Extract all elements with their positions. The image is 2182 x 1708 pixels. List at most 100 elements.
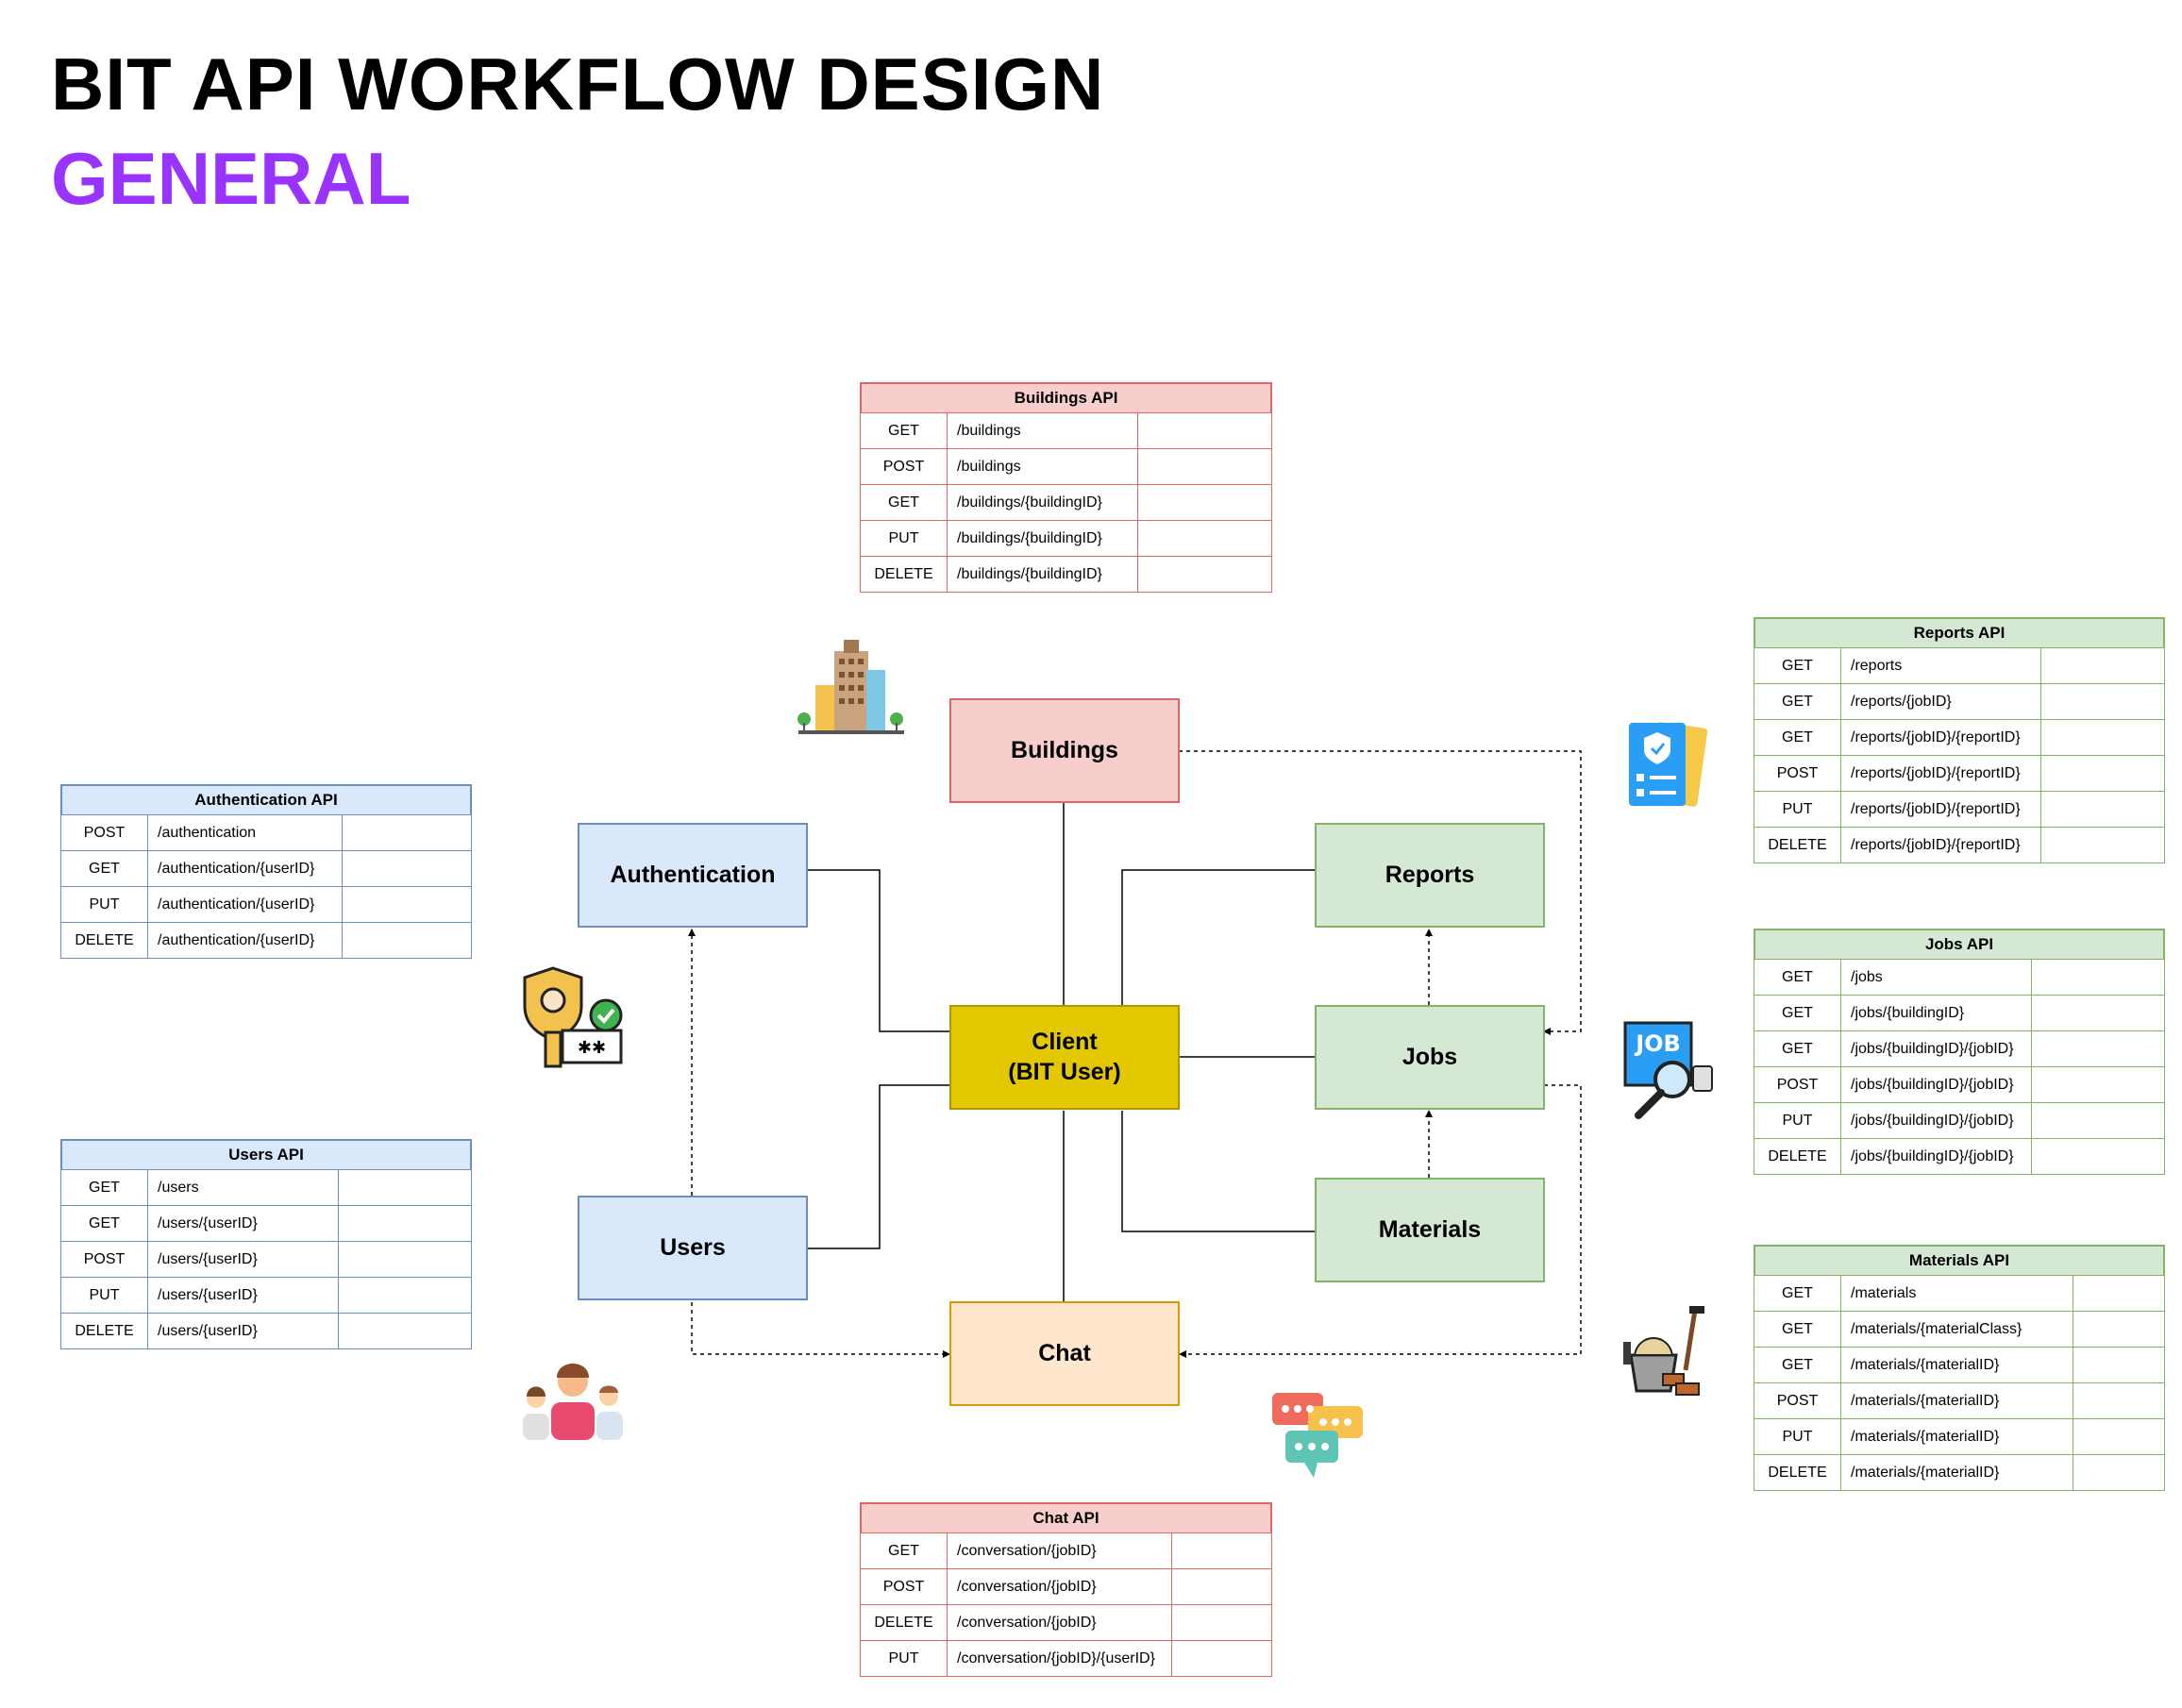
link-materials-client bbox=[1121, 1111, 1315, 1232]
http-method: GET bbox=[860, 484, 948, 521]
node-reports[interactable]: Reports bbox=[1315, 823, 1545, 928]
link-users-chat bbox=[691, 1302, 950, 1358]
node-buildings[interactable]: Buildings bbox=[949, 698, 1180, 803]
empty-cell bbox=[2040, 719, 2165, 756]
chat-api-title: Chat API bbox=[860, 1502, 1272, 1532]
empty-cell bbox=[342, 922, 472, 959]
endpoint-path: /users/{userID} bbox=[147, 1205, 339, 1242]
empty-cell bbox=[1171, 1568, 1272, 1605]
empty-cell bbox=[2073, 1311, 2165, 1348]
endpoint-path: /buildings bbox=[947, 412, 1138, 449]
endpoint-path: /buildings/{buildingID} bbox=[947, 484, 1138, 521]
jobs-api-title: Jobs API bbox=[1754, 929, 2165, 959]
endpoint-path: /materials/{materialID} bbox=[1840, 1382, 2073, 1419]
link-jobs-chat bbox=[1179, 1084, 1582, 1358]
endpoint-path: /materials/{materialID} bbox=[1840, 1418, 2073, 1455]
construction-materials-icon bbox=[1623, 1306, 1704, 1396]
endpoint-path: /users/{userID} bbox=[147, 1277, 339, 1314]
table-row: GET/conversation/{jobID} bbox=[860, 1532, 1272, 1569]
node-chat[interactable]: Chat bbox=[949, 1301, 1180, 1406]
empty-cell bbox=[1137, 412, 1272, 449]
table-row: GET/users/{userID} bbox=[60, 1205, 472, 1242]
http-method: GET bbox=[1754, 719, 1841, 756]
endpoint-path: /materials/{materialID} bbox=[1840, 1454, 2073, 1491]
endpoint-path: /reports/{jobID} bbox=[1840, 683, 2041, 720]
endpoint-path: /conversation/{jobID} bbox=[947, 1568, 1172, 1605]
endpoint-path: /materials/{materialID} bbox=[1840, 1347, 2073, 1383]
empty-cell bbox=[2031, 1066, 2165, 1103]
empty-cell bbox=[1137, 520, 1272, 557]
http-method: GET bbox=[1754, 647, 1841, 684]
table-row: GET/buildings bbox=[860, 412, 1272, 449]
endpoint-path: /reports/{jobID}/{reportID} bbox=[1840, 719, 2041, 756]
table-row: DELETE/conversation/{jobID} bbox=[860, 1604, 1272, 1641]
empty-cell bbox=[1137, 556, 1272, 593]
empty-cell bbox=[2040, 755, 2165, 792]
http-method: DELETE bbox=[60, 922, 148, 959]
empty-cell bbox=[2031, 1030, 2165, 1067]
node-client[interactable]: Client (BIT User) bbox=[949, 1005, 1180, 1110]
endpoint-path: /conversation/{jobID} bbox=[947, 1532, 1172, 1569]
endpoint-path: /jobs bbox=[1840, 959, 2032, 996]
table-row: DELETE/authentication/{userID} bbox=[60, 922, 472, 959]
endpoint-path: /reports/{jobID}/{reportID} bbox=[1840, 791, 2041, 828]
empty-cell bbox=[338, 1241, 472, 1278]
http-method: GET bbox=[1754, 995, 1841, 1031]
table-row: POST/users/{userID} bbox=[60, 1241, 472, 1278]
node-authentication[interactable]: Authentication bbox=[578, 823, 808, 928]
table-row: DELETE/materials/{materialID} bbox=[1754, 1454, 2165, 1491]
http-method: PUT bbox=[1754, 791, 1841, 828]
svg-text:✱✱: ✱✱ bbox=[578, 1038, 606, 1058]
http-method: GET bbox=[60, 850, 148, 887]
table-row: POST/conversation/{jobID} bbox=[860, 1568, 1272, 1605]
table-row: PUT/users/{userID} bbox=[60, 1277, 472, 1314]
http-method: PUT bbox=[860, 520, 948, 557]
node-materials[interactable]: Materials bbox=[1315, 1178, 1545, 1282]
table-row: POST/reports/{jobID}/{reportID} bbox=[1754, 755, 2165, 792]
table-row: GET/users bbox=[60, 1169, 472, 1206]
http-method: GET bbox=[1754, 1311, 1841, 1348]
endpoint-path: /buildings/{buildingID} bbox=[947, 520, 1138, 557]
table-row: PUT/buildings/{buildingID} bbox=[860, 520, 1272, 557]
http-method: GET bbox=[60, 1169, 148, 1206]
people-group-icon bbox=[523, 1364, 623, 1440]
http-method: DELETE bbox=[860, 1604, 948, 1641]
http-method: GET bbox=[860, 412, 948, 449]
node-users[interactable]: Users bbox=[578, 1196, 808, 1300]
empty-cell bbox=[2040, 647, 2165, 684]
empty-cell bbox=[338, 1277, 472, 1314]
table-row: POST/materials/{materialID} bbox=[1754, 1382, 2165, 1419]
endpoint-path: /buildings/{buildingID} bbox=[947, 556, 1138, 593]
link-reports-client bbox=[1121, 869, 1315, 1005]
node-jobs[interactable]: Jobs bbox=[1315, 1005, 1545, 1110]
materials-api-title: Materials API bbox=[1754, 1245, 2165, 1275]
table-row: GET/reports/{jobID}/{reportID} bbox=[1754, 719, 2165, 756]
http-method: PUT bbox=[1754, 1418, 1841, 1455]
empty-cell bbox=[2073, 1347, 2165, 1383]
http-method: PUT bbox=[60, 886, 148, 923]
table-row: PUT/materials/{materialID} bbox=[1754, 1418, 2165, 1455]
http-method: DELETE bbox=[860, 556, 948, 593]
page-title: BIT API WORKFLOW DESIGN bbox=[51, 42, 1105, 126]
http-method: DELETE bbox=[60, 1313, 148, 1349]
table-row: DELETE/users/{userID} bbox=[60, 1313, 472, 1349]
reports-api-title: Reports API bbox=[1754, 617, 2165, 647]
http-method: PUT bbox=[60, 1277, 148, 1314]
link-users-client bbox=[807, 1084, 949, 1249]
endpoint-path: /jobs/{buildingID}/{jobID} bbox=[1840, 1030, 2032, 1067]
endpoint-path: /users/{userID} bbox=[147, 1313, 339, 1349]
empty-cell bbox=[342, 886, 472, 923]
empty-cell bbox=[2073, 1418, 2165, 1455]
endpoint-path: /buildings bbox=[947, 448, 1138, 485]
table-row: DELETE/reports/{jobID}/{reportID} bbox=[1754, 827, 2165, 863]
chat-api-table: Chat API GET/conversation/{jobID}POST/co… bbox=[860, 1502, 1272, 1677]
users-api-title: Users API bbox=[60, 1139, 472, 1169]
endpoint-path: /authentication bbox=[147, 814, 343, 851]
http-method: DELETE bbox=[1754, 1138, 1841, 1175]
empty-cell bbox=[1137, 448, 1272, 485]
